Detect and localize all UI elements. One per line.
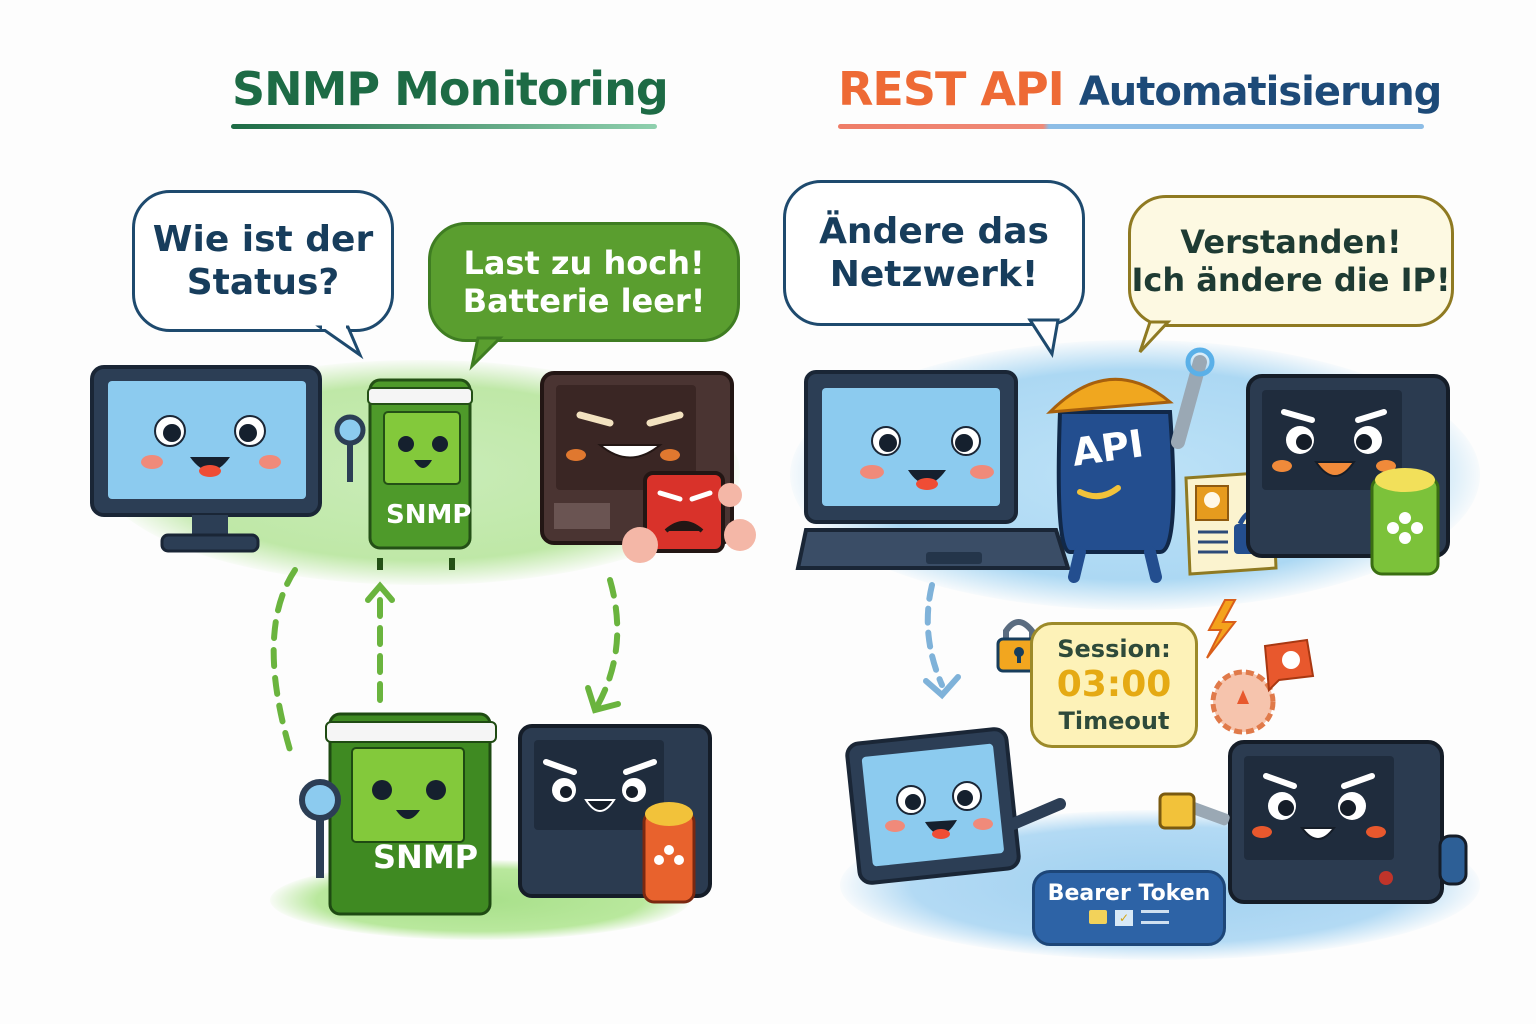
snmp-agent-character: [334, 378, 473, 570]
question-bubble-tail: [315, 323, 364, 360]
question-text: Wie ist der Status?: [152, 218, 374, 303]
snmp-agent-label-bottom: SNMP: [373, 838, 479, 876]
unlocked-padlock-icon: [1089, 910, 1107, 924]
server-bottom-character: [518, 724, 712, 904]
bearer-token-icons: ✓: [1035, 910, 1223, 926]
session-label: Session:: [1057, 634, 1171, 663]
rest-api-title-part1: REST API: [838, 62, 1065, 116]
reply-speech-bubble: Verstanden! Ich ändere die IP!: [1128, 195, 1454, 327]
command-speech-bubble: Ändere das Netzwerk!: [783, 180, 1085, 326]
command-bubble-tail: [1027, 318, 1060, 359]
list-icon: [1141, 910, 1169, 924]
session-timeout-bubble: Session: 03:00 Timeout: [1030, 622, 1198, 748]
reply-bubble-tail: [1138, 320, 1172, 354]
snmp-title: SNMP Monitoring: [232, 62, 669, 116]
error-alert-icons: [1206, 599, 1315, 735]
snmp-agent-label-top: SNMP: [386, 500, 472, 530]
session-time: 03:00: [1056, 664, 1172, 706]
rest-api-title: REST API Automatisierung: [838, 62, 1442, 116]
overloaded-server-character: [540, 371, 756, 563]
laptop-character: [795, 370, 1071, 570]
client-monitor-character: [845, 727, 1066, 885]
answer-text: Last zu hoch! Batterie leer!: [462, 243, 706, 320]
answer-speech-bubble: Last zu hoch! Batterie leer!: [428, 222, 740, 342]
question-speech-bubble: Wie ist der Status?: [132, 190, 394, 332]
api-mascot-character: [1046, 347, 1215, 583]
polling-cycle-arrows: [270, 567, 621, 753]
monitor-character: [90, 365, 322, 553]
reply-text: Verstanden! Ich ändere die IP!: [1131, 222, 1451, 299]
request-flow-arrow: [923, 582, 961, 700]
bearer-token-badge: Bearer Token ✓: [1032, 870, 1226, 946]
session-timeout-label: Timeout: [1058, 706, 1170, 735]
command-text: Ändere das Netzwerk!: [819, 210, 1049, 295]
bearer-token-label: Bearer Token: [1047, 881, 1211, 906]
checkmark-icon: ✓: [1115, 910, 1133, 926]
snmp-agent-bottom-character: [299, 712, 497, 916]
network-device-character: [1246, 374, 1450, 576]
answer-bubble-tail: [469, 336, 504, 371]
rest-api-title-part2: Automatisierung: [1078, 69, 1442, 115]
snmp-title-underline: [231, 124, 657, 129]
rest-api-title-underline: [838, 124, 1424, 129]
api-server-character: [1158, 740, 1468, 904]
